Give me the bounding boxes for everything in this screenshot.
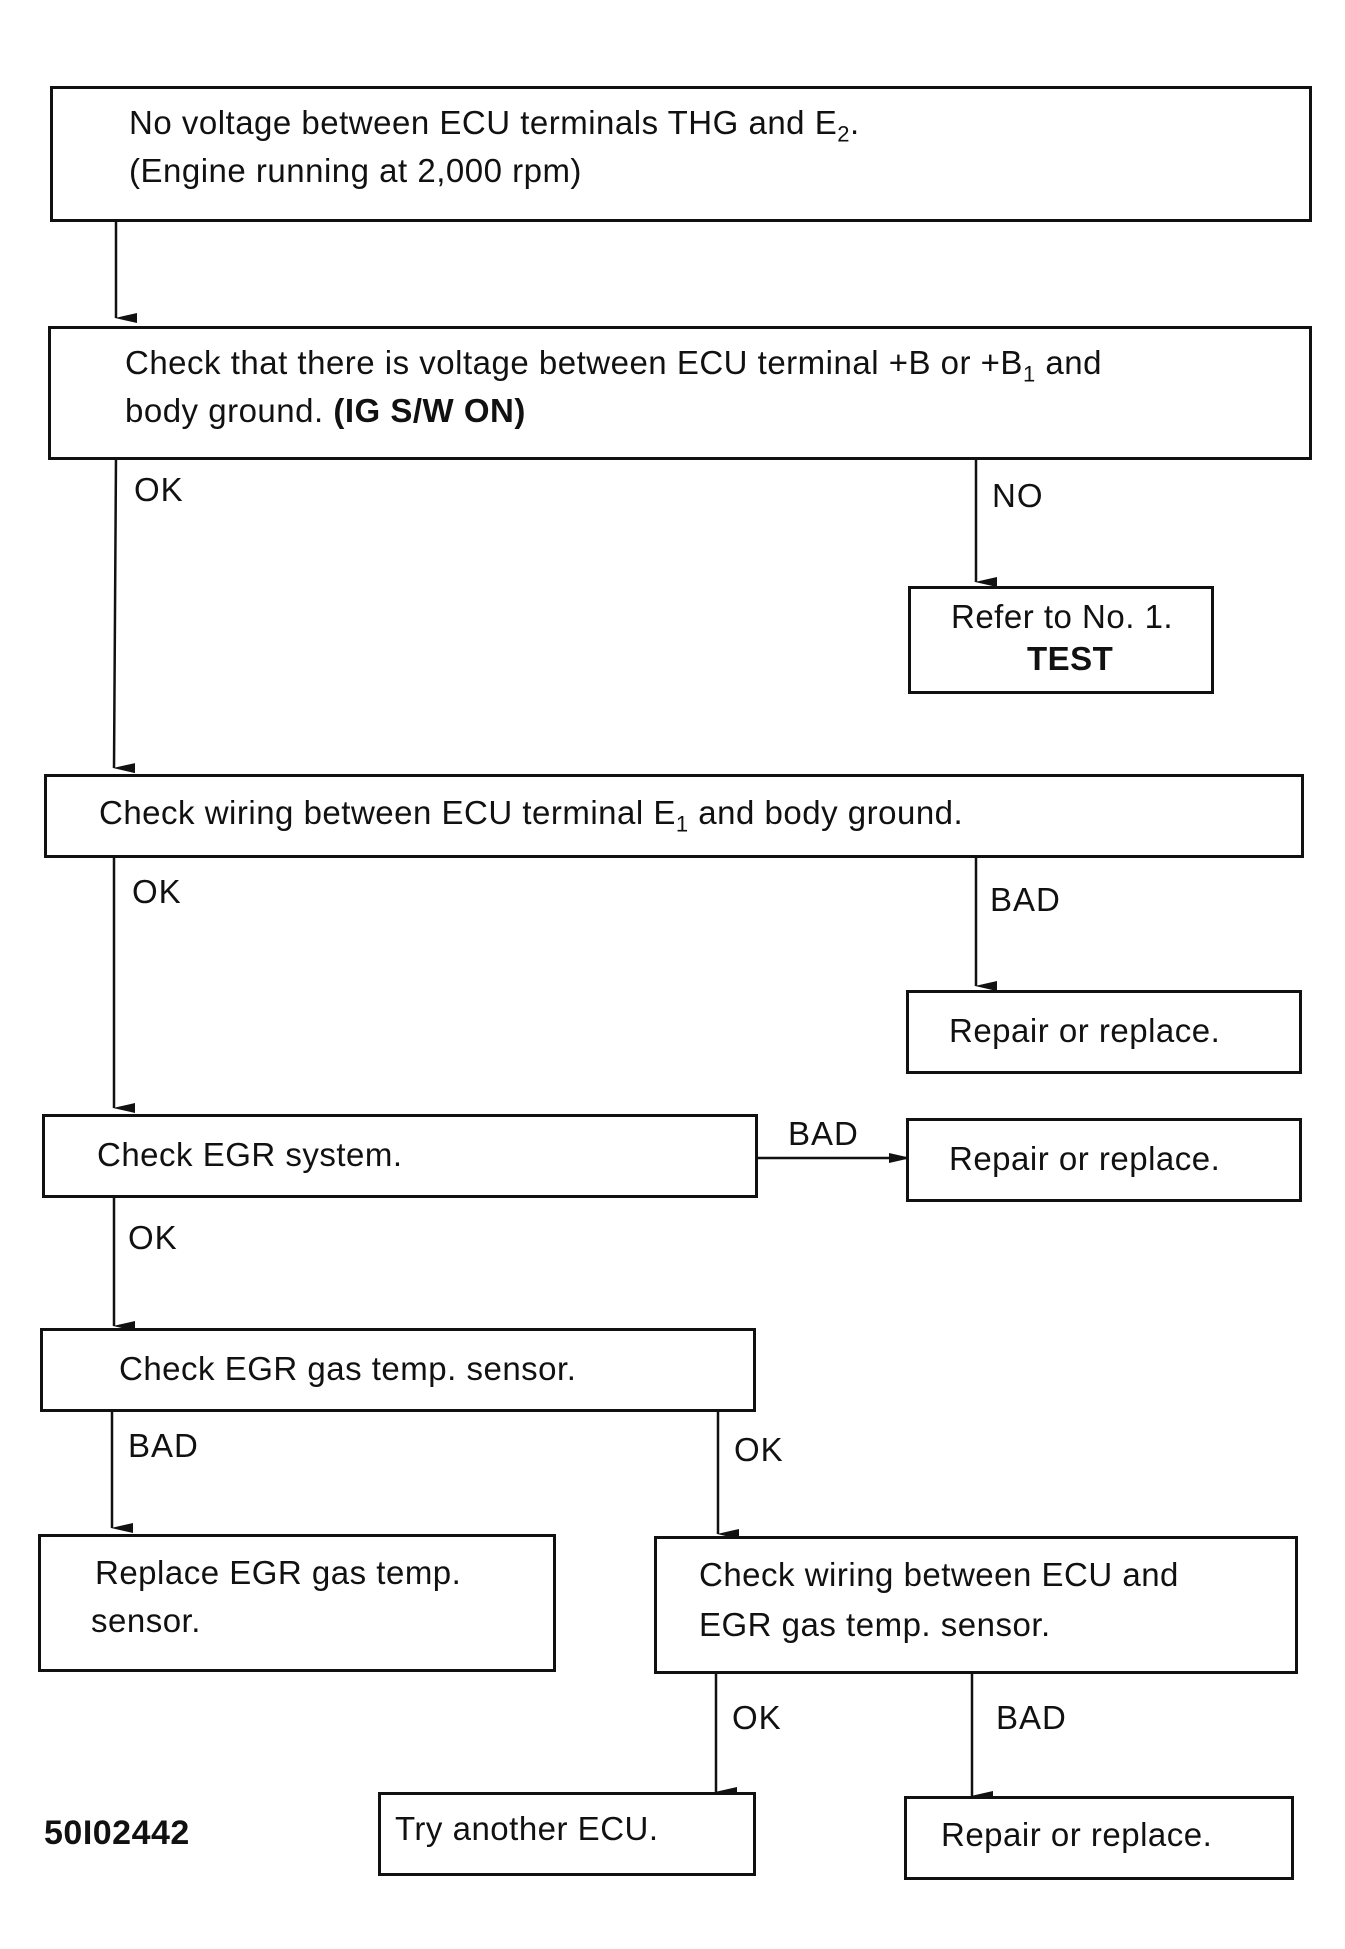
label-bad-2: BAD	[788, 1115, 859, 1152]
step-check-wiring-ecu-sensor-box: Check wiring between ECU and EGR gas tem…	[654, 1536, 1298, 1674]
step-no-voltage-line1: No voltage between ECU terminals THG and…	[129, 104, 860, 147]
try-another-ecu-text: Try another ECU.	[395, 1810, 659, 1847]
replace-egr-sensor-line2: sensor.	[91, 1602, 201, 1639]
repair-replace-text-3: Repair or replace.	[941, 1816, 1213, 1853]
label-bad-4: BAD	[996, 1699, 1067, 1736]
try-another-ecu-box: Try another ECU.	[378, 1792, 756, 1876]
step-check-voltage-box: Check that there is voltage between ECU …	[48, 326, 1312, 460]
step-check-wiring-ecu-sensor-line1: Check wiring between ECU and	[699, 1556, 1179, 1593]
step-check-wiring-e1-box: Check wiring between ECU terminal E1 and…	[44, 774, 1304, 858]
step-check-egr-sensor-box: Check EGR gas temp. sensor.	[40, 1328, 756, 1412]
refer-test-line2: TEST	[1027, 640, 1114, 677]
label-bad-1: BAD	[990, 881, 1061, 918]
replace-egr-sensor-line1: Replace EGR gas temp.	[95, 1554, 462, 1591]
step-no-voltage-box: No voltage between ECU terminals THG and…	[50, 86, 1312, 222]
figure-code: 50I02442	[44, 1814, 190, 1852]
label-no-1: NO	[992, 477, 1044, 514]
label-ok-5: OK	[732, 1699, 782, 1736]
repair-replace-box-3: Repair or replace.	[904, 1796, 1294, 1880]
replace-egr-sensor-box: Replace EGR gas temp. sensor.	[38, 1534, 556, 1672]
label-bad-3: BAD	[128, 1427, 199, 1464]
step-check-egr-system-box: Check EGR system.	[42, 1114, 758, 1198]
step-check-wiring-ecu-sensor-line2: EGR gas temp. sensor.	[699, 1606, 1051, 1643]
refer-test-box: Refer to No. 1. TEST	[908, 586, 1214, 694]
repair-replace-text-1: Repair or replace.	[949, 1012, 1221, 1049]
repair-replace-box-2: Repair or replace.	[906, 1118, 1302, 1202]
label-ok-2: OK	[132, 873, 182, 910]
arrow-b2-b4	[112, 455, 136, 774]
step-check-wiring-e1-text: Check wiring between ECU terminal E1 and…	[99, 794, 964, 837]
label-ok-3: OK	[128, 1219, 178, 1256]
label-ok-1: OK	[134, 471, 184, 508]
step-check-egr-sensor-text: Check EGR gas temp. sensor.	[119, 1350, 577, 1387]
repair-replace-box-1: Repair or replace.	[906, 990, 1302, 1074]
step-check-voltage-line2: body ground. (IG S/W ON)	[125, 392, 526, 429]
step-no-voltage-line2: (Engine running at 2,000 rpm)	[129, 152, 582, 189]
refer-test-line1: Refer to No. 1.	[951, 598, 1174, 635]
repair-replace-text-2: Repair or replace.	[949, 1140, 1221, 1177]
step-check-voltage-line1: Check that there is voltage between ECU …	[125, 344, 1102, 387]
label-ok-4: OK	[734, 1431, 784, 1468]
step-check-egr-system-text: Check EGR system.	[97, 1136, 403, 1173]
